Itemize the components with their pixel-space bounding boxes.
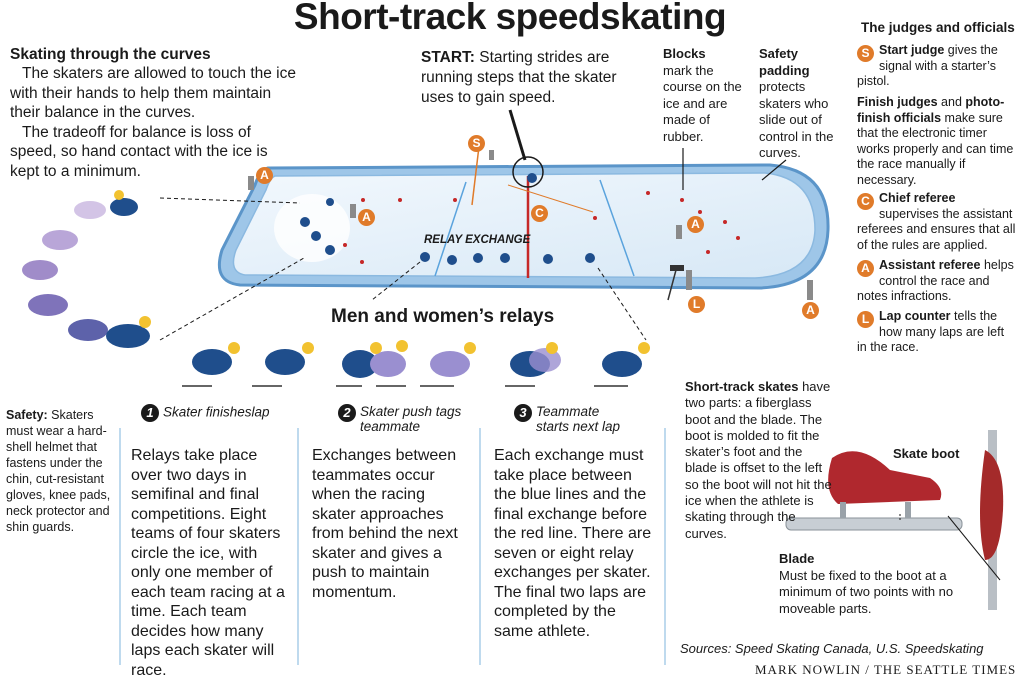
blue-line-left [434,181,467,277]
step-label: Skater finisheslap [163,404,270,420]
lap-counter-marker: L [688,296,705,313]
music-stand [670,265,684,271]
judge-start-title: Start judge [879,43,945,57]
relay-callout-left [371,261,421,301]
skates-title: Short-track skates [685,379,799,394]
relay-column-1: Relays take place over two days in semif… [131,447,285,679]
assistant-referee-badge: A [857,260,874,277]
relay-skater-sequence [182,340,650,387]
safety-text: Skaters must wear a hard-shell helmet th… [6,408,111,534]
padding-label: Safety padding [759,46,810,78]
start-note: START: Starting strides are running step… [421,48,626,108]
judge-chief: C Chief referee supervises the assistant… [857,191,1017,253]
step-label: Teammate starts next lap [536,404,621,434]
step-number: 2 [338,404,356,422]
curves-paragraph-2: The tradeoff for balance is loss of spee… [10,123,268,180]
step-number: 3 [514,404,532,422]
judge-finish-title: Finish judges [857,95,938,109]
start-circle [512,156,544,188]
curves-section: Skating through the curves The skaters a… [10,46,300,181]
relay-column-2: Exchanges between teammates occur when t… [312,447,458,601]
start-judge-marker: S [468,135,485,152]
start-text: Starting strides are running steps that … [421,49,617,106]
curve-callout-top [159,197,301,204]
judge-chief-text: supervises the assistant referees and en… [857,206,1016,252]
assistant-referee-marker: A [687,216,704,233]
judge-start: S Start judge gives the signal with a st… [857,43,1017,90]
judge-start-text: gives the signal with a starter’s pistol… [857,43,998,88]
judge-photo-title: photo-finish officials [857,95,1005,125]
skate-boot-label: Skate boot [893,446,960,461]
blade-detail-pointer [947,515,1001,581]
rink-ice [232,172,816,279]
relays-heading: Men and women’s relays [331,306,555,327]
judge-lap-text: tells the how many laps are left in the … [857,309,1005,354]
rink-skaters [300,173,595,265]
curve-area [274,194,350,262]
start-fan-right [507,184,594,213]
curves-paragraph-1: The skaters are allowed to touch the ice… [10,65,296,121]
sources: Sources: Speed Skating Canada, U.S. Spee… [680,641,984,656]
blade-label: Blade [779,551,815,566]
blocks-text: mark the course on the ice and are made … [663,62,742,144]
judges-heading: The judges and officials [861,20,1015,35]
chief-referee-marker: C [531,205,548,222]
blue-line-right [599,179,635,277]
padding-note: Safety padding protects skaters who slid… [759,46,839,162]
rink-officials [248,150,813,300]
curve-skater-sequence [22,190,151,348]
step-number: 1 [141,404,159,422]
judge-finish-and: and [941,95,962,109]
judge-chief-title: Chief referee [879,191,956,205]
safety-label: Safety: [6,408,48,422]
assistant-referee-marker: A [802,302,819,319]
start-pointer [508,109,527,161]
music-stand-leg [667,269,677,301]
skates-text: have two parts: a fiberglass boot and th… [685,379,832,541]
blade-note: Blade Must be fixed to the boot at a min… [779,551,979,617]
safety-note: Safety: Skaters must wear a hard-shell h… [6,407,111,535]
blade-text: Must be fixed to the boot at a minimum o… [779,567,954,616]
judge-assistant-title: Assistant referee [879,258,981,272]
judge-assistant-text: helps control the race and notes infract… [857,258,1014,303]
skate-illustration [785,430,1004,610]
judge-assistant: A Assistant referee helps control the ra… [857,258,1017,305]
credit: MARK NOWLIN / THE SEATTLE TIMES [755,662,1017,677]
start-label: START: [421,49,475,66]
curves-heading: Skating through the curves [10,46,211,63]
step-label: Skater push tags teammate [360,404,462,434]
start-judge-badge: S [857,45,874,62]
blocks-note: Blocks mark the course on the ice and ar… [663,46,745,145]
track-blocks [343,191,740,264]
assistant-referee-marker: A [358,209,375,226]
judge-lap-title: Lap counter [879,309,951,323]
padding-pointer [761,159,787,181]
relay-callout-right [597,267,647,341]
relay-exchange-label: RELAY EXCHANGE [424,234,531,246]
relay-column-3: Each exchange must take place between th… [494,447,652,640]
lap-counter-badge: L [857,311,874,328]
padding-text: protects skaters who slide out of contro… [759,79,834,160]
assistant-referee-marker: A [256,167,273,184]
judge-lap: L Lap counter tells the how many laps ar… [857,309,1017,356]
blocks-label: Blocks [663,46,706,61]
chief-referee-badge: C [857,193,874,210]
judge-finish: Finish judges and photo-finish officials… [857,95,1017,188]
skates-note: Short-track skates have two parts: a fib… [685,379,833,542]
page-title: Short-track speedskating [293,0,727,37]
judge-finish-text: make sure that the electronic timer work… [857,110,1014,187]
